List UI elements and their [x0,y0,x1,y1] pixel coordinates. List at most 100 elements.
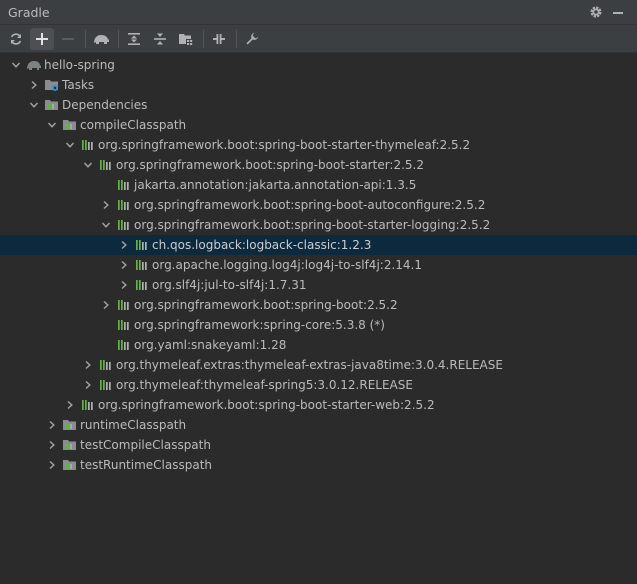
group-icon [179,33,193,45]
expand-all-icon [128,32,140,45]
chevron-down-icon[interactable] [44,117,60,133]
library-icon [116,197,132,213]
tree-row[interactable]: compileClasspath [0,115,637,135]
panel-title: Gradle [8,4,50,20]
execute-task-button[interactable] [89,28,113,50]
chevron-down-icon[interactable] [8,57,24,73]
library-icon [98,377,114,393]
tree-row[interactable]: ch.qos.logback:logback-classic:1.2.3 [0,235,637,255]
chevron-right-icon[interactable] [44,457,60,473]
tree-row-label: org.slf4j:jul-to-slf4j:1.7.31 [152,278,307,292]
build-settings-button[interactable] [240,28,264,50]
library-icon [98,357,114,373]
tree-row-label: Dependencies [62,98,148,112]
tree-row[interactable]: org.springframework:spring-core:5.3.8 (*… [0,315,637,335]
tree-row-label: testRuntimeClasspath [80,458,213,472]
chevron-right-icon[interactable] [44,417,60,433]
tree-row[interactable]: testCompileClasspath [0,435,637,455]
chevron-right-icon[interactable] [44,437,60,453]
tree-row-label: jakarta.annotation:jakarta.annotation-ap… [134,178,417,192]
library-icon [134,257,150,273]
library-icon [116,337,132,353]
tree-row[interactable]: org.springframework.boot:spring-boot-sta… [0,135,637,155]
tree-row[interactable]: hello-spring [0,55,637,75]
library-icon [116,297,132,313]
tree-row[interactable]: org.yaml:snakeyaml:1.28 [0,335,637,355]
toggle-offline-icon [213,33,225,44]
tree-row[interactable]: org.thymeleaf.extras:thymeleaf-extras-ja… [0,355,637,375]
minimize-icon[interactable] [607,1,629,23]
chevron-right-icon[interactable] [116,277,132,293]
configuration-folder-icon [62,417,78,433]
reload-button[interactable] [4,28,28,50]
chevron-down-icon[interactable] [26,97,42,113]
tree-row[interactable]: testRuntimeClasspath [0,455,637,475]
tree-row[interactable]: org.slf4j:jul-to-slf4j:1.7.31 [0,275,637,295]
configuration-folder-icon [62,117,78,133]
chevron-right-icon[interactable] [116,257,132,273]
tree-row-label: compileClasspath [80,118,187,132]
tree-row-label: testCompileClasspath [80,438,211,452]
tree-row[interactable]: org.springframework.boot:spring-boot-sta… [0,395,637,415]
library-icon [80,397,96,413]
remove-icon [62,37,74,40]
tree-row[interactable]: org.thymeleaf:thymeleaf-spring5:3.0.12.R… [0,375,637,395]
elephant-icon [94,34,109,44]
tree-row-label: org.springframework.boot:spring-boot-sta… [98,138,471,152]
toolbar-separator [203,29,204,48]
tree-row-label: org.springframework.boot:spring-boot:2.5… [134,298,398,312]
tree-row-label: runtimeClasspath [80,418,187,432]
chevron-down-icon[interactable] [98,217,114,233]
library-icon [116,177,132,193]
tree-row-label: org.apache.logging.log4j:log4j-to-slf4j:… [152,258,422,272]
collapse-all-button[interactable] [148,28,172,50]
remove-button[interactable] [56,28,80,50]
gear-icon[interactable] [585,1,607,23]
chevron-down-icon[interactable] [80,157,96,173]
chevron-right-icon[interactable] [62,397,78,413]
tool-window-header: Gradle [0,0,637,25]
tree-row-label: org.springframework.boot:spring-boot-sta… [134,218,491,232]
tree-row[interactable]: org.springframework.boot:spring-boot-sta… [0,215,637,235]
toolbar-separator [85,29,86,48]
tree-row[interactable]: jakarta.annotation:jakarta.annotation-ap… [0,175,637,195]
tree-row[interactable]: org.springframework.boot:spring-boot:2.5… [0,295,637,315]
tree-row[interactable]: org.springframework.boot:spring-boot-sta… [0,155,637,175]
chevron-right-icon[interactable] [98,297,114,313]
library-icon [134,237,150,253]
tasks-folder-icon [44,77,60,93]
toggle-offline-button[interactable] [207,28,231,50]
configuration-folder-icon [44,97,60,113]
library-icon [116,317,132,333]
add-icon [36,32,48,45]
chevron-down-icon[interactable] [62,137,78,153]
add-button[interactable] [30,27,54,50]
configuration-folder-icon [62,457,78,473]
chevron-right-icon[interactable] [98,197,114,213]
tree-row-label: org.springframework:spring-core:5.3.8 (*… [134,318,385,332]
gradle-project-icon [26,57,42,73]
library-icon [98,157,114,173]
tree-row[interactable]: org.springframework.boot:spring-boot-aut… [0,195,637,215]
chevron-right-icon[interactable] [80,357,96,373]
tree-row[interactable]: Dependencies [0,95,637,115]
group-modules-button[interactable] [174,28,198,50]
chevron-right-icon[interactable] [116,237,132,253]
chevron-right-icon[interactable] [80,377,96,393]
chevron-right-icon[interactable] [26,77,42,93]
tree-row-label: ch.qos.logback:logback-classic:1.2.3 [152,238,372,252]
tree-row-label: org.thymeleaf:thymeleaf-spring5:3.0.12.R… [116,378,413,392]
tree-row-label: org.springframework.boot:spring-boot-sta… [116,158,424,172]
wrench-icon [246,32,258,44]
tree-row[interactable]: org.apache.logging.log4j:log4j-to-slf4j:… [0,255,637,275]
tree-row-label: org.thymeleaf.extras:thymeleaf-extras-ja… [116,358,503,372]
reload-icon [10,32,22,45]
configuration-folder-icon [62,437,78,453]
tree-row[interactable]: runtimeClasspath [0,415,637,435]
gradle-toolbar [0,25,637,53]
tree-row[interactable]: Tasks [0,75,637,95]
library-icon [116,217,132,233]
tree-row-label: org.springframework.boot:spring-boot-aut… [134,198,486,212]
expand-all-button[interactable] [122,28,146,50]
